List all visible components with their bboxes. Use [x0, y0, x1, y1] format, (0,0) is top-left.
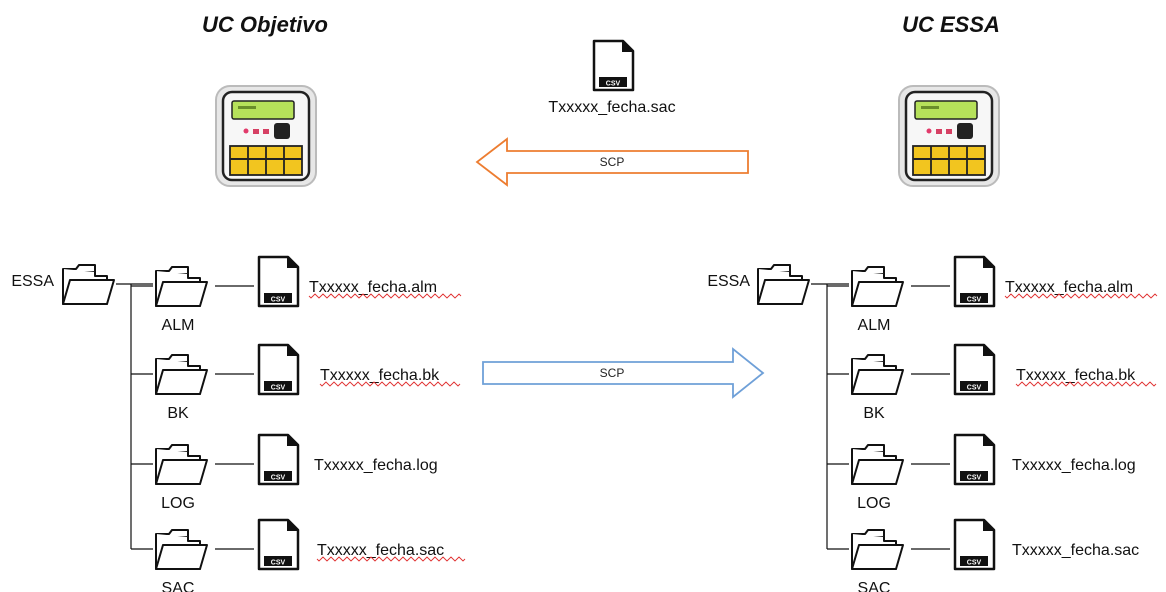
right-folder-label-alm: ALM — [858, 317, 891, 334]
left-file-name-sac: Txxxxx_fecha.sac — [317, 542, 444, 559]
right-csv-badge-alm: CSV — [967, 297, 982, 304]
title-uc-essa: UC ESSA — [902, 12, 1000, 37]
right-csv-badge-sac: CSV — [967, 560, 982, 567]
device-icon-uc-objetivo — [214, 84, 318, 188]
right-folder-label-sac: SAC — [858, 580, 891, 592]
right-csv-badge-bk: CSV — [967, 385, 982, 392]
left-csv-file-icon-sac: CSV — [257, 518, 300, 571]
left-spellcheck-underline-alm — [308, 293, 462, 299]
right-root-folder-icon — [757, 264, 810, 305]
left-csv-file-icon-alm: CSV — [257, 255, 300, 308]
right-folder-label-bk: BK — [863, 405, 885, 422]
left-folder-label-bk: BK — [167, 405, 189, 422]
csv-file-icon: CSV — [592, 39, 635, 92]
right-csv-file-icon-bk: CSV — [953, 343, 996, 396]
right-file-name-log: Txxxxx_fecha.log — [1012, 457, 1136, 474]
right-spellcheck-underline-alm — [1004, 293, 1158, 299]
right-csv-file-icon-alm: CSV — [953, 255, 996, 308]
right-folder-label-log: LOG — [857, 495, 891, 512]
right-root-label: ESSA — [707, 273, 750, 290]
right-folder-sac-icon — [851, 529, 904, 570]
left-csv-file-icon-bk: CSV — [257, 343, 300, 396]
title-uc-objetivo: UC Objetivo — [202, 12, 328, 37]
left-file-name-alm: Txxxxx_fecha.alm — [309, 279, 437, 296]
left-csv-badge-bk: CSV — [271, 385, 286, 392]
left-csv-badge-alm: CSV — [271, 297, 286, 304]
left-folder-alm-icon — [155, 266, 208, 307]
left-folder-label-alm: ALM — [162, 317, 195, 334]
right-file-name-sac: Txxxxx_fecha.sac — [1012, 542, 1139, 559]
right-folder-bk-icon — [851, 354, 904, 395]
left-folder-label-log: LOG — [161, 495, 195, 512]
right-spellcheck-underline-bk — [1015, 381, 1157, 387]
right-csv-file-icon-log: CSV — [953, 433, 996, 486]
left-spellcheck-underline-sac — [316, 556, 466, 562]
left-file-name-log: Txxxxx_fecha.log — [314, 457, 438, 474]
left-spellcheck-underline-bk — [319, 381, 461, 387]
scp-arrow-right — [482, 347, 765, 399]
device-icon-uc-essa — [897, 84, 1001, 188]
left-root-label: ESSA — [11, 273, 54, 290]
left-csv-badge-log: CSV — [271, 475, 286, 482]
right-file-name-alm: Txxxxx_fecha.alm — [1005, 279, 1133, 296]
right-csv-badge-log: CSV — [967, 475, 982, 482]
scp-label-top: SCP — [600, 155, 625, 169]
right-csv-file-icon-sac: CSV — [953, 518, 996, 571]
scp-arrow-left — [475, 137, 749, 187]
csv-badge-text: CSV — [606, 81, 621, 88]
scp-label-middle: SCP — [600, 366, 625, 380]
right-folder-alm-icon — [851, 266, 904, 307]
top-file-name: Txxxxx_fecha.sac — [548, 99, 675, 116]
left-folder-sac-icon — [155, 529, 208, 570]
left-root-folder-icon — [62, 264, 115, 305]
left-csv-file-icon-log: CSV — [257, 433, 300, 486]
right-folder-log-icon — [851, 444, 904, 485]
left-folder-bk-icon — [155, 354, 208, 395]
left-csv-badge-sac: CSV — [271, 560, 286, 567]
right-file-name-bk: Txxxxx_fecha.bk — [1016, 367, 1136, 384]
left-folder-log-icon — [155, 444, 208, 485]
left-file-name-bk: Txxxxx_fecha.bk — [320, 367, 440, 384]
left-folder-label-sac: SAC — [162, 580, 195, 592]
